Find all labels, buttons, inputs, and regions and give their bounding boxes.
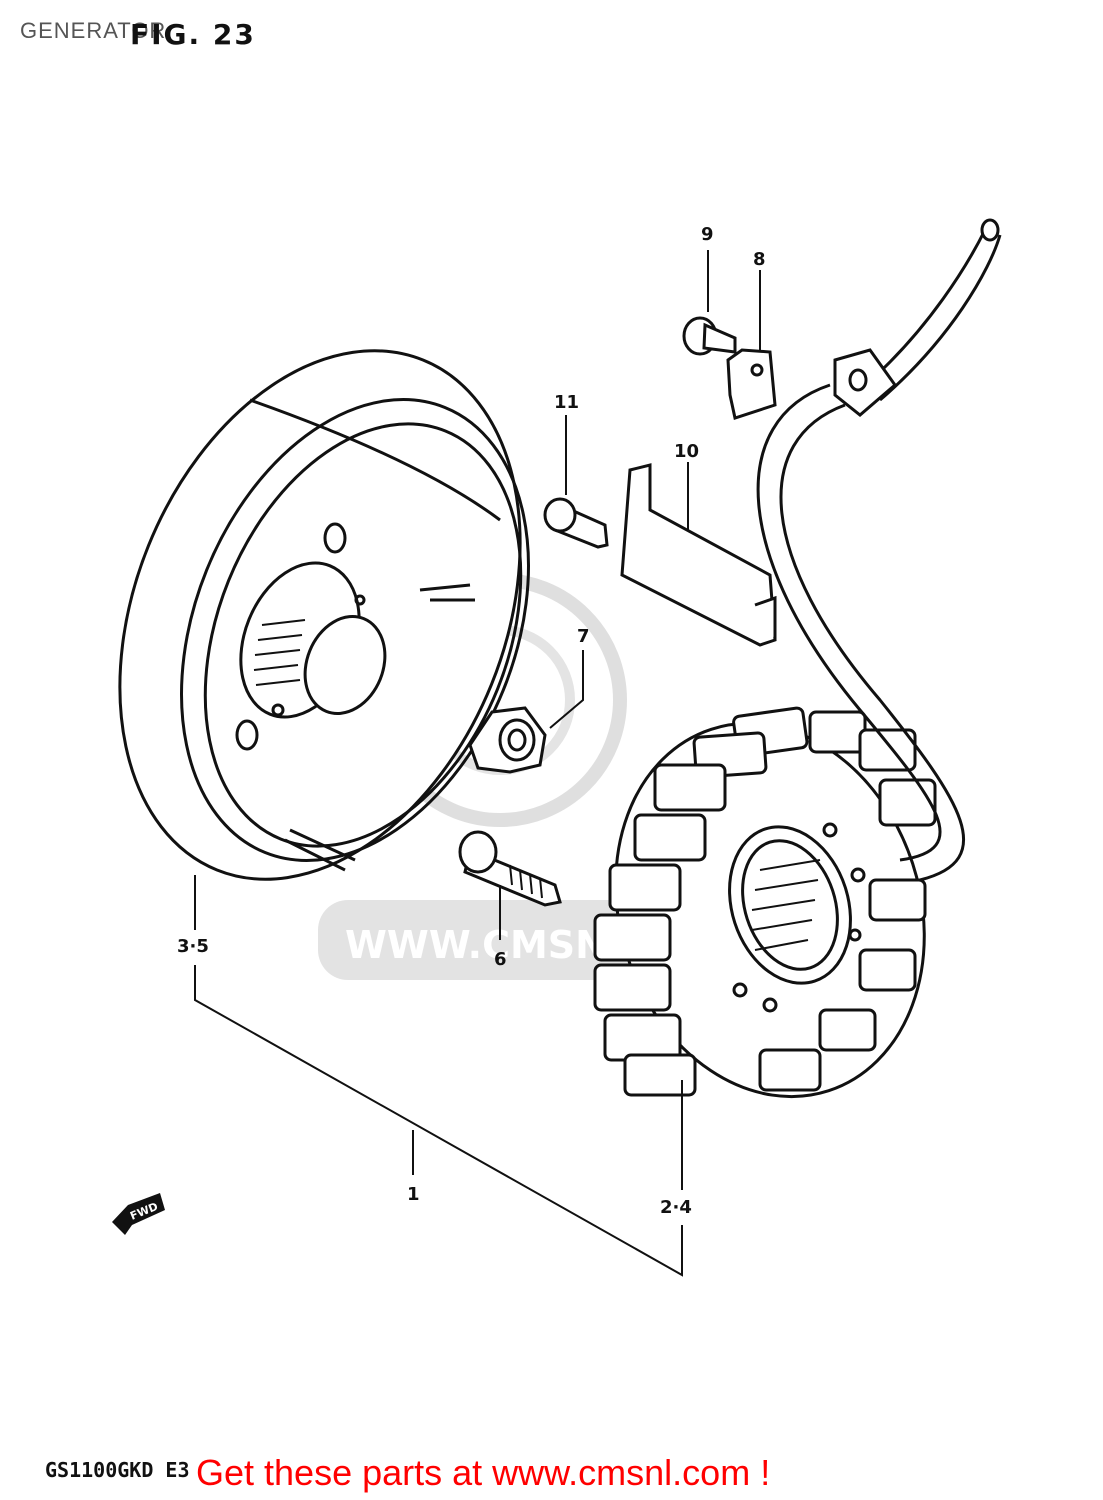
- callout-11: 11: [554, 392, 579, 413]
- callout-10: 10: [674, 441, 699, 462]
- fwd-arrow-icon: FWD: [112, 1193, 165, 1235]
- nut: [468, 706, 547, 774]
- callout-2-4: 2·4: [660, 1197, 692, 1218]
- clamp: [726, 348, 777, 420]
- promo-link[interactable]: Get these parts at www.cmsnl.com !: [196, 1452, 771, 1493]
- wire-harness: [756, 218, 1002, 882]
- rotor: [118, 349, 530, 881]
- leader-lines: [194, 250, 761, 1277]
- stator: [593, 706, 937, 1099]
- screw: [682, 316, 737, 356]
- page-title: GENERATOR: [20, 18, 167, 43]
- plate: [620, 463, 777, 647]
- callout-7: 7: [577, 626, 590, 647]
- figure-number: FIG. 23: [130, 18, 256, 51]
- callout-6: 6: [494, 949, 507, 970]
- model-code: GS1100GKD E3: [45, 1458, 190, 1482]
- callout-1: 1: [407, 1184, 420, 1205]
- bolt-long: [458, 830, 562, 907]
- watermark-text: WWW.CMSNL: [345, 923, 631, 967]
- callout-8: 8: [753, 249, 766, 270]
- callout-3-5: 3·5: [177, 936, 209, 957]
- bolt-short: [543, 497, 609, 549]
- callout-9: 9: [701, 224, 714, 245]
